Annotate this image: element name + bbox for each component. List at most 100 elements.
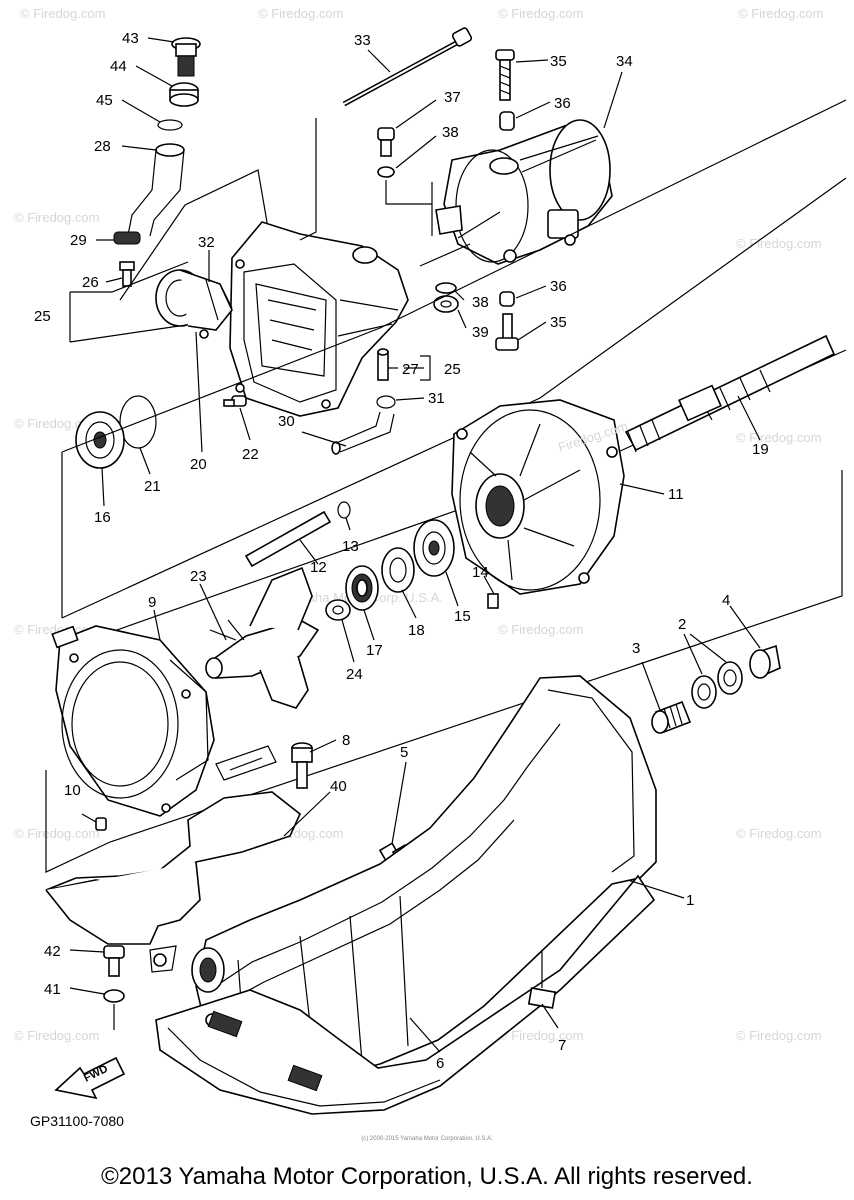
bracket-25 bbox=[420, 355, 431, 381]
part-cap-43 bbox=[171, 37, 201, 77]
label-37: 37 bbox=[444, 89, 461, 106]
part-screw-37 bbox=[377, 127, 395, 157]
watermark: © Firedog.com bbox=[14, 1028, 99, 1043]
label-8: 8 bbox=[342, 732, 350, 749]
label-28: 28 bbox=[94, 138, 111, 155]
label-16: 16 bbox=[94, 509, 111, 526]
part-washer-38 bbox=[377, 166, 395, 178]
watermark: © Firedog.com bbox=[14, 826, 99, 841]
part-hose-30 bbox=[331, 411, 395, 455]
label-13: 13 bbox=[342, 538, 359, 555]
part-cap-4 bbox=[749, 644, 781, 679]
label-30: 30 bbox=[278, 413, 295, 430]
frame-line bbox=[61, 99, 847, 619]
tiny-notice: (c) 2000-2015 Yamaha Motor Corporation, … bbox=[361, 1136, 493, 1142]
part-nozzle-20 bbox=[155, 269, 233, 339]
label-22: 22 bbox=[242, 446, 259, 463]
label-25: 25 bbox=[34, 308, 51, 325]
part-intake-housing bbox=[229, 221, 409, 417]
leader-lines bbox=[69, 37, 761, 1053]
label-15: 15 bbox=[454, 608, 471, 625]
part-rod-33 bbox=[342, 27, 473, 107]
part-cover-40 bbox=[45, 745, 301, 973]
label-43: 43 bbox=[122, 30, 139, 47]
label-38: 38 bbox=[442, 124, 459, 141]
part-impeller-23 bbox=[205, 566, 320, 709]
label-11: 11 bbox=[668, 486, 684, 503]
part-seal-2 bbox=[691, 661, 743, 709]
label-25: 25 bbox=[444, 361, 461, 378]
part-plate-7 bbox=[527, 987, 557, 1009]
part-washer-41 bbox=[103, 989, 125, 1003]
label-19: 19 bbox=[752, 441, 769, 458]
label-44: 44 bbox=[110, 58, 127, 75]
label-18: 18 bbox=[408, 622, 425, 639]
watermark: © Firedog.com bbox=[498, 622, 583, 637]
part-rod-12 bbox=[244, 510, 332, 568]
part-spacer-36 bbox=[499, 111, 515, 131]
label-36: 36 bbox=[554, 95, 571, 112]
label-3: 3 bbox=[632, 640, 640, 657]
part-bearing-18 bbox=[381, 547, 415, 593]
part-bolt-35 bbox=[495, 313, 519, 351]
part-driveshaft-19 bbox=[624, 334, 836, 453]
part-screw-22 bbox=[223, 395, 247, 407]
watermark: © Firedog.com bbox=[736, 430, 821, 445]
label-35: 35 bbox=[550, 314, 567, 331]
watermark: © Firedog.com bbox=[738, 6, 823, 21]
watermark: © Firedog.com bbox=[14, 210, 99, 225]
label-12: 12 bbox=[310, 559, 327, 576]
watermark: © Firedog.com bbox=[258, 6, 343, 21]
part-nut-44 bbox=[169, 82, 199, 107]
fwd-arrow-icon: FWD bbox=[54, 1056, 126, 1100]
label-33: 33 bbox=[354, 32, 371, 49]
label-5: 5 bbox=[400, 744, 408, 761]
copyright-notice: ©2013 Yamaha Motor Corporation, U.S.A. A… bbox=[101, 1163, 753, 1190]
leader-line bbox=[299, 118, 317, 241]
label-14: 14 bbox=[472, 564, 489, 581]
label-27: 27 bbox=[402, 361, 419, 378]
part-clamp-45 bbox=[157, 119, 183, 131]
label-42: 42 bbox=[44, 943, 61, 960]
watermark: © Firedog.com bbox=[736, 826, 821, 841]
part-spacer-36 bbox=[499, 291, 515, 307]
label-10: 10 bbox=[64, 782, 81, 799]
part-washer-38 bbox=[435, 282, 457, 294]
label-45: 45 bbox=[96, 92, 113, 109]
part-clamp-29 bbox=[113, 231, 141, 245]
part-bolt-8 bbox=[291, 742, 313, 789]
part-o-ring-21 bbox=[119, 395, 157, 449]
label-6: 6 bbox=[436, 1055, 444, 1072]
label-38: 38 bbox=[472, 294, 489, 311]
label-24: 24 bbox=[346, 666, 363, 683]
label-1: 1 bbox=[686, 892, 694, 909]
watermark: © Firedog.com bbox=[20, 6, 105, 21]
label-39: 39 bbox=[472, 324, 489, 341]
leader-line bbox=[419, 211, 501, 267]
label-40: 40 bbox=[330, 778, 347, 795]
part-labels: 43 44 45 28 29 26 25 32 33 35 34 37 36 3… bbox=[34, 30, 769, 1072]
part-clip-13 bbox=[337, 501, 351, 519]
label-26: 26 bbox=[82, 274, 99, 291]
part-pin-14 bbox=[487, 593, 499, 609]
watermark: © Firedog.com bbox=[498, 6, 583, 21]
part-bushing-3 bbox=[651, 700, 692, 734]
label-4: 4 bbox=[722, 592, 730, 609]
label-7: 7 bbox=[558, 1037, 566, 1054]
part-bearing-15 bbox=[413, 519, 455, 577]
label-32: 32 bbox=[198, 234, 215, 251]
part-clamp-31 bbox=[376, 395, 396, 409]
watermark: © Firedog.com bbox=[498, 1028, 583, 1043]
part-actuator-34 bbox=[435, 119, 613, 265]
leader-line bbox=[119, 169, 269, 301]
label-31: 31 bbox=[428, 390, 445, 407]
label-35: 35 bbox=[550, 53, 567, 70]
part-duct-9 bbox=[51, 625, 215, 817]
watermark: © Firedog.com bbox=[736, 236, 821, 251]
diagram-code: GP31100-7080 bbox=[30, 1113, 124, 1129]
part-hose-28 bbox=[127, 143, 185, 237]
watermark: © Firedog.com bbox=[736, 1028, 821, 1043]
label-41: 41 bbox=[44, 981, 61, 998]
part-bolt-42 bbox=[103, 945, 125, 977]
